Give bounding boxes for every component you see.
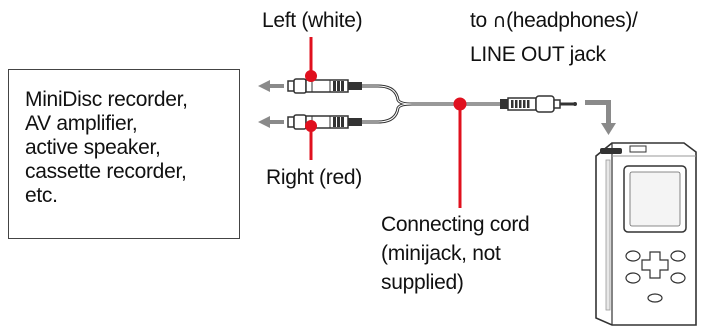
output-arrow-right: [258, 116, 284, 128]
device-list-item: active speaker,: [25, 136, 161, 159]
left-rca-plug: [287, 78, 362, 94]
arrow-left-icon: [258, 116, 270, 128]
jack-label-line2: LINE OUT jack: [470, 43, 606, 66]
jack-label-line1: to ∩(headphones)/: [470, 9, 638, 33]
cord-label-line3: supplied): [381, 271, 464, 294]
y-cable: [362, 84, 500, 124]
device-list-item: AV amplifier,: [25, 112, 138, 135]
minijack-plug: [500, 95, 577, 113]
input-arrow-down: [585, 100, 616, 135]
external-devices-box: MiniDisc recorder, AV amplifier, active …: [8, 69, 240, 239]
device-list-item: etc.: [25, 184, 58, 207]
right-rca-plug: [287, 114, 362, 130]
right-plug-label: Right (red): [266, 166, 362, 189]
cord-label-line1: Connecting cord: [381, 213, 530, 236]
cord-label-line2: (minijack, not: [381, 242, 501, 265]
device-list-item: cassette recorder,: [25, 160, 187, 183]
arrow-left-icon: [258, 80, 270, 92]
arrow-down-icon: [601, 123, 616, 135]
external-devices-list: MiniDisc recorder, AV amplifier, active …: [25, 88, 188, 208]
leader-lines: [305, 37, 467, 208]
jack-label-prefix: to: [470, 9, 493, 32]
left-plug-label: Left (white): [262, 9, 363, 32]
device-list-item: MiniDisc recorder,: [25, 88, 188, 111]
portable-player: [595, 142, 697, 326]
jack-label-suffix: (headphones)/: [506, 9, 638, 32]
player-control-pad: [625, 250, 686, 303]
output-arrow-left: [258, 80, 284, 92]
headphones-icon: ∩: [492, 10, 507, 32]
